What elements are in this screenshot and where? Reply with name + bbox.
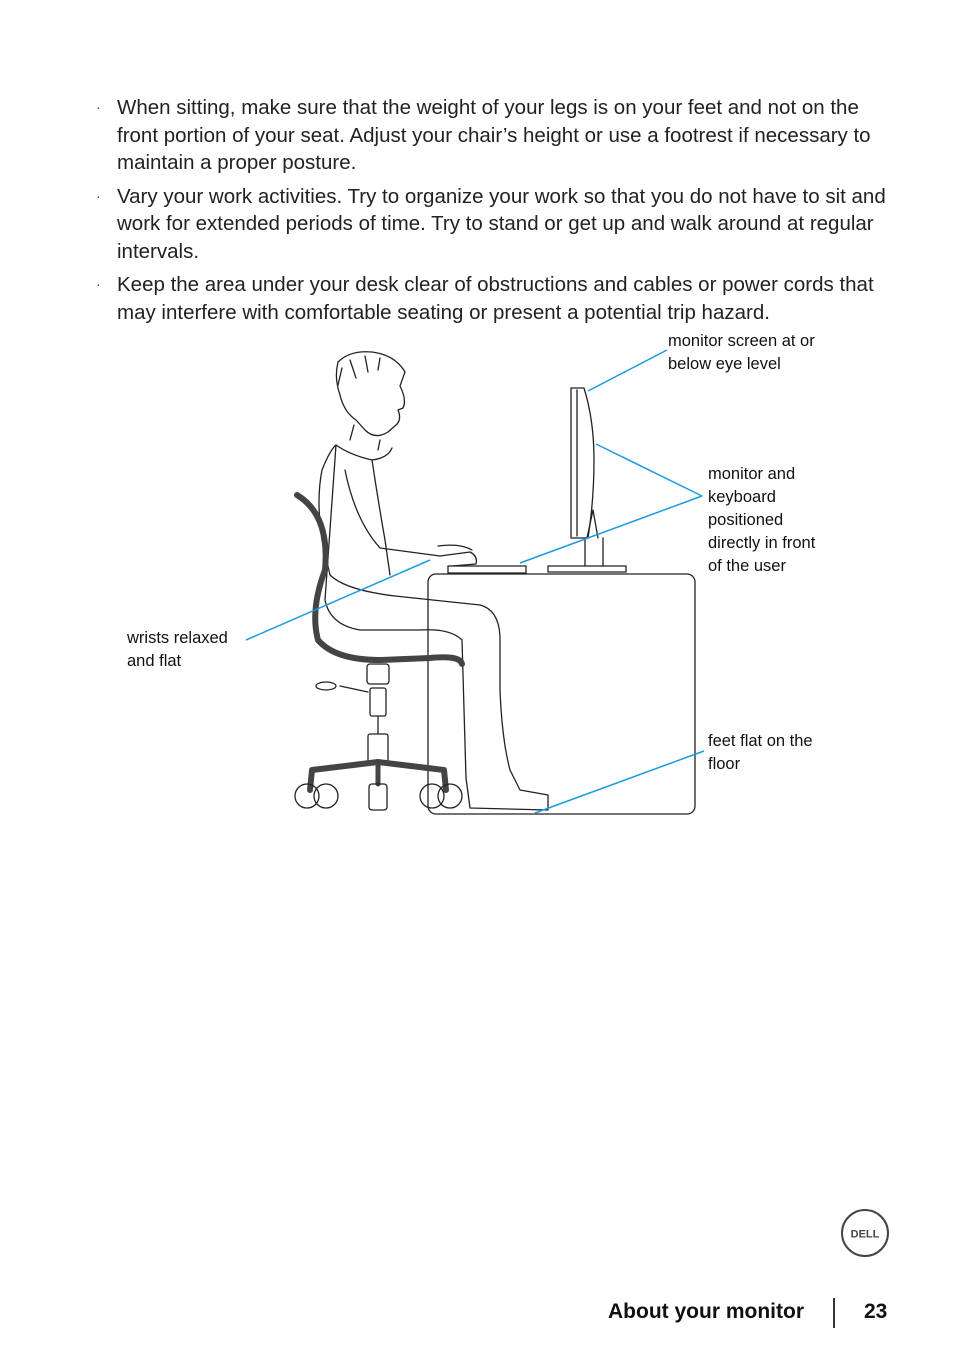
bullet-item: · Keep the area under your desk clear of … [96, 271, 896, 326]
desk-outline [427, 573, 696, 815]
label-line: feet flat on the [708, 732, 813, 750]
callout-lines [245, 349, 705, 814]
person-drawing [318, 351, 549, 811]
bullet-item: · Vary your work activities. Try to organ… [96, 183, 896, 266]
ergonomics-drawing [245, 349, 705, 815]
bullet-text: When sitting, make sure that the weight … [117, 96, 871, 174]
footer-page-number: 23 [864, 1300, 888, 1323]
label-line: keyboard [708, 488, 776, 506]
label-wrists: wrists relaxed and flat [127, 627, 228, 673]
label-line: below eye level [668, 355, 781, 373]
bullet-dot: · [96, 276, 101, 292]
label-line: of the user [708, 557, 786, 575]
bullet-text: Keep the area under your desk clear of o… [117, 273, 874, 324]
label-line: directly in front [708, 534, 816, 552]
label-monitor-eye-level: monitor screen at or below eye level [668, 330, 815, 376]
label-feet: feet flat on the floor [708, 730, 813, 776]
label-line: monitor and [708, 465, 796, 483]
label-line: wrists relaxed [127, 629, 228, 647]
label-line: floor [708, 755, 741, 773]
label-line: and flat [127, 652, 182, 670]
ergonomics-illustration: monitor screen at or below eye level mon… [0, 330, 954, 830]
dell-logo: DELL [841, 1209, 889, 1257]
label-monitor-keyboard: monitor and keyboard positioned directly… [708, 463, 815, 578]
bullet-item: · When sitting, make sure that the weight… [96, 94, 896, 177]
footer-separator [833, 1298, 835, 1328]
monitor-drawing [547, 387, 627, 573]
keyboard-drawing [447, 565, 527, 574]
label-line: monitor screen at or [668, 332, 815, 350]
footer-section-title: About your monitor [608, 1300, 804, 1323]
chair-drawing [294, 492, 465, 811]
dell-logo-text: DELL [851, 1229, 880, 1241]
bullet-dot: · [96, 99, 101, 115]
bullet-dot: · [96, 187, 101, 204]
label-line: positioned [708, 511, 784, 529]
bullet-text: Vary your work activities. Try to organi… [117, 184, 886, 263]
bullet-list: · When sitting, make sure that the weight… [96, 94, 896, 332]
